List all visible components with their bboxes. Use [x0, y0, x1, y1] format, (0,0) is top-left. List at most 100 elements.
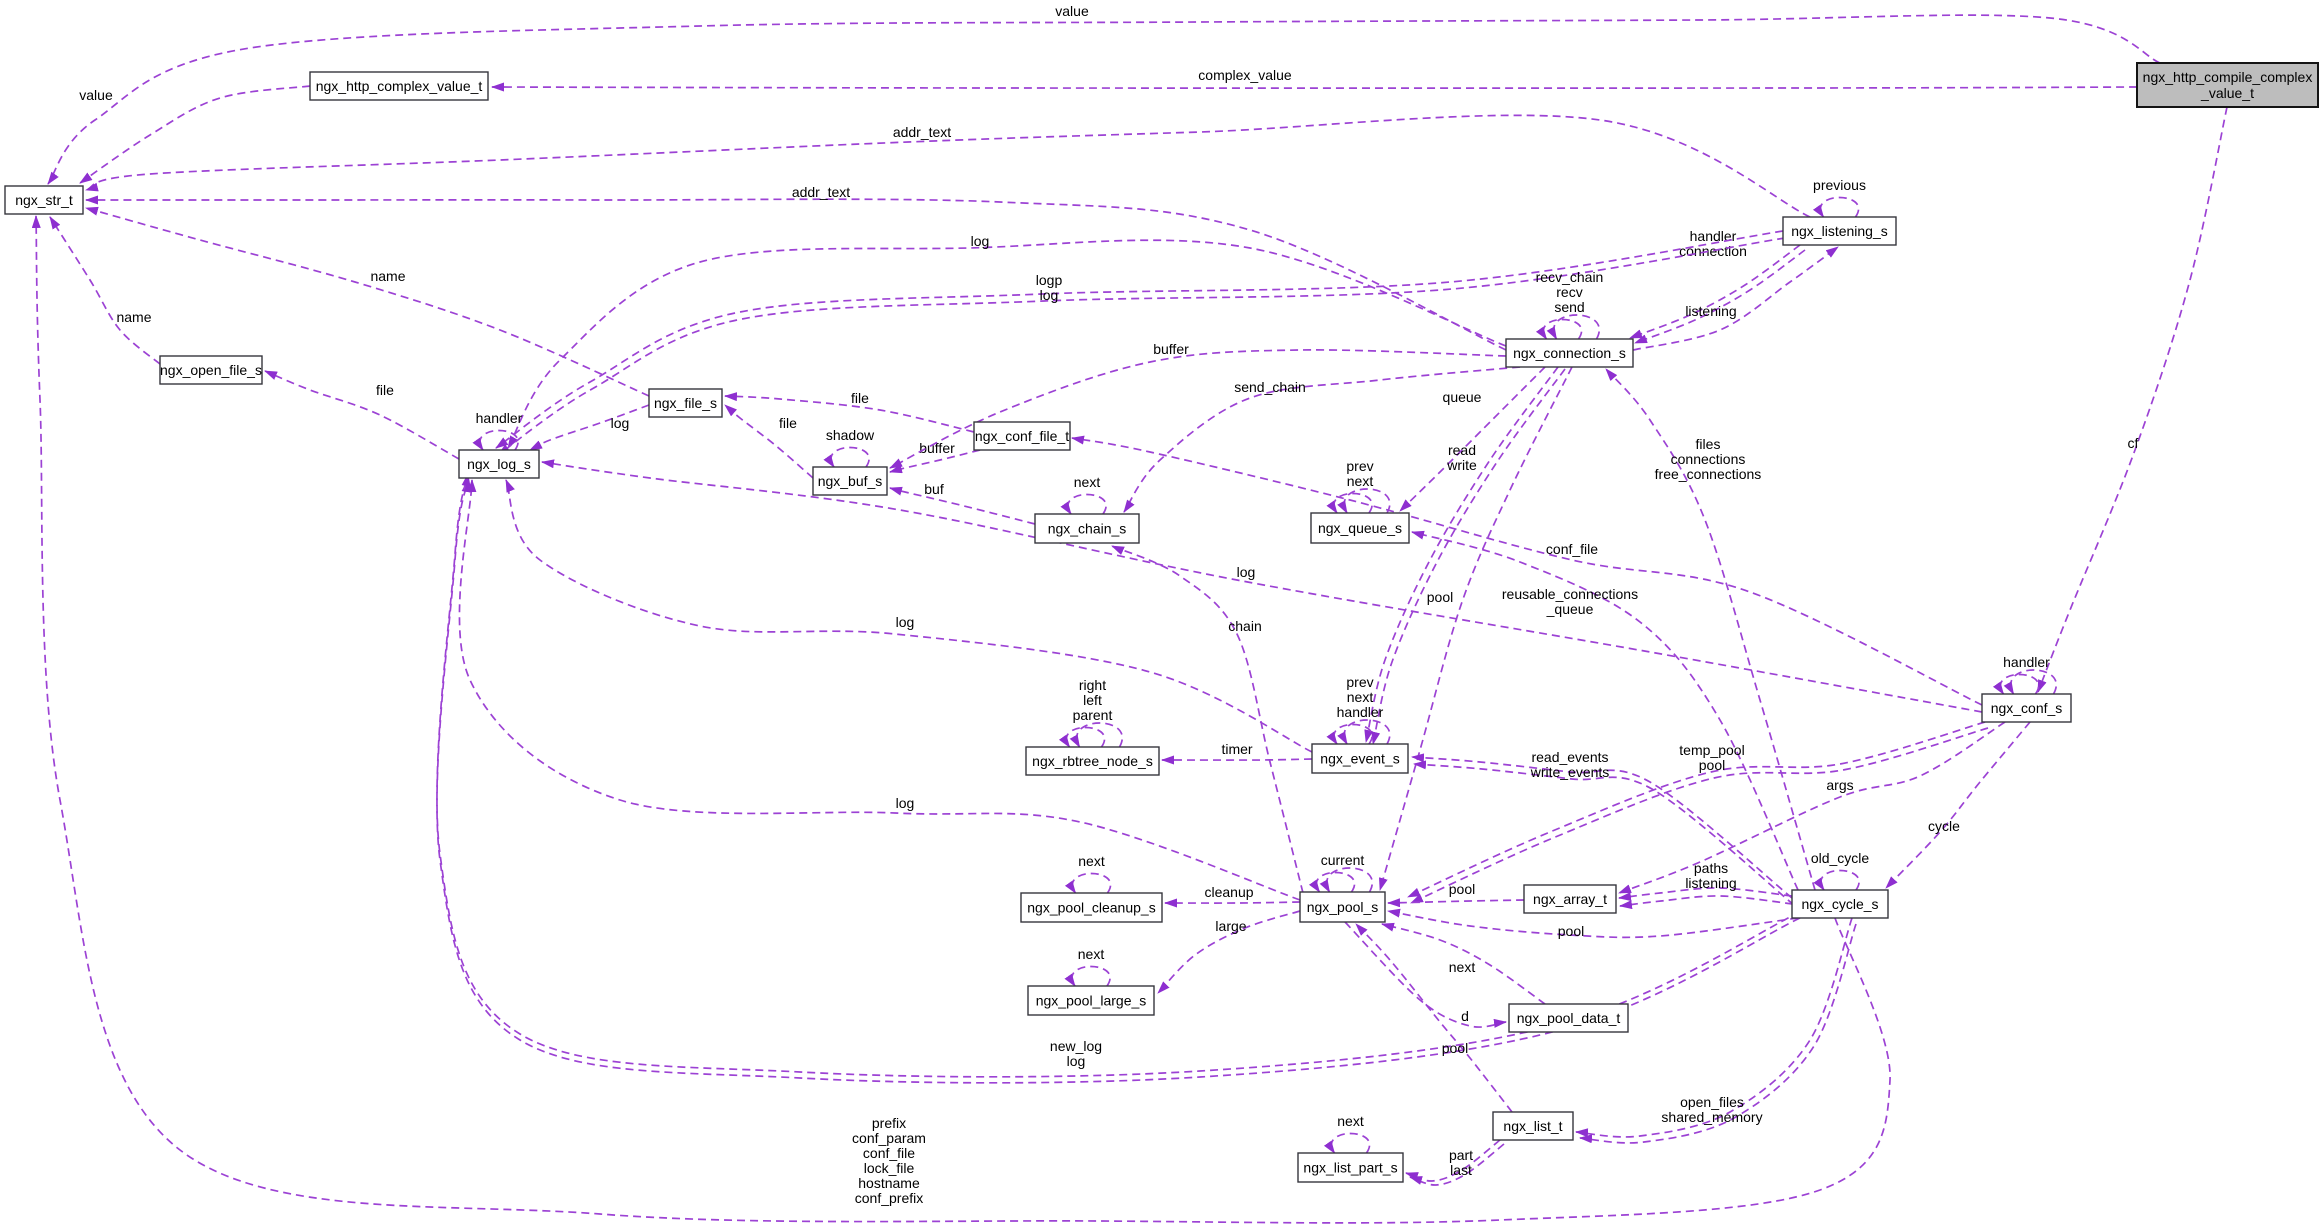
edge-file-log	[264, 370, 460, 460]
node-buf-label: ngx_buf_s	[818, 473, 883, 489]
node-conn[interactable]: ngx_connection_s	[1505, 338, 1634, 368]
loop-lst-0	[1812, 196, 1860, 218]
node-plg[interactable]: ngx_pool_large_s	[1027, 985, 1155, 1016]
node-open-box[interactable]	[159, 355, 263, 385]
loop-lpart-label: next	[1337, 1113, 1364, 1129]
node-pcl[interactable]: ngx_pool_cleanup_s	[1020, 892, 1163, 923]
edge-cycle-label: cycle	[1928, 818, 1960, 834]
node-str[interactable]: ngx_str_t	[4, 185, 84, 215]
edge-pool-cyc	[1387, 908, 1799, 939]
node-hccv-box[interactable]	[2136, 62, 2319, 108]
node-lst-label: ngx_listening_s	[1791, 223, 1888, 239]
node-log-label: ngx_log_s	[467, 456, 531, 472]
edge-log-ev-label: log	[896, 614, 915, 630]
loop-queue-0	[1326, 492, 1373, 514]
loop-ev-0	[1326, 723, 1373, 745]
node-log-box[interactable]	[458, 449, 540, 479]
loop-ev-1	[1337, 719, 1391, 745]
node-lpart-box[interactable]	[1297, 1152, 1404, 1183]
edge-pool-arr	[1387, 898, 1525, 908]
edge-pool-conn	[1378, 366, 1573, 891]
node-lpart[interactable]: ngx_list_part_s	[1297, 1152, 1404, 1183]
edge-buffer-cff	[889, 449, 981, 474]
node-buf-box[interactable]	[812, 466, 888, 496]
node-pdt[interactable]: ngx_pool_data_t	[1508, 1003, 1629, 1033]
node-buf[interactable]: ngx_buf_s	[812, 466, 888, 496]
edge-conf-file	[1071, 435, 1983, 706]
loop-chain-label: next	[1074, 474, 1101, 490]
node-chain-label: ngx_chain_s	[1048, 521, 1127, 537]
node-hcv-box[interactable]	[309, 71, 489, 101]
loop-buf-0	[823, 446, 870, 468]
edge-pool-cyc-label: pool	[1558, 923, 1584, 939]
node-file-label: ngx_file_s	[654, 395, 717, 411]
node-ev-box[interactable]	[1311, 743, 1409, 774]
node-list[interactable]: ngx_list_t	[1492, 1111, 1574, 1141]
node-chain-box[interactable]	[1034, 513, 1140, 544]
loop-log-0	[472, 429, 519, 451]
node-cff-box[interactable]	[973, 421, 1071, 451]
node-str-box[interactable]	[4, 185, 84, 215]
node-conf[interactable]: ngx_conf_s	[1981, 693, 2072, 723]
node-log[interactable]: ngx_log_s	[458, 449, 540, 479]
node-conn-box[interactable]	[1505, 338, 1634, 368]
edge-chain-pool	[1111, 545, 1304, 894]
node-hccv[interactable]: ngx_http_compile_complex_value_t	[2136, 62, 2319, 108]
edge-large-label: large	[1215, 918, 1246, 934]
loop-conn-1	[1546, 314, 1600, 340]
edge-log-conf	[541, 459, 1983, 713]
edge-addr-text-lst-label: addr_text	[893, 124, 951, 140]
node-file-box[interactable]	[648, 388, 723, 418]
node-pcl-box[interactable]	[1020, 892, 1163, 923]
node-list-box[interactable]	[1492, 1111, 1574, 1141]
loop-pcl-label: next	[1078, 853, 1105, 869]
edge-buffer-conn	[889, 349, 1507, 469]
node-open[interactable]: ngx_open_file_s	[159, 355, 263, 385]
node-pool[interactable]: ngx_pool_s	[1299, 891, 1386, 923]
node-chain[interactable]: ngx_chain_s	[1034, 513, 1140, 544]
node-cff[interactable]: ngx_conf_file_t	[973, 421, 1071, 451]
loop-pool-0	[1308, 871, 1356, 893]
edge-timer-label: timer	[1221, 741, 1252, 757]
node-arr[interactable]: ngx_array_t	[1523, 884, 1617, 914]
node-hcv[interactable]: ngx_http_complex_value_t	[309, 71, 489, 101]
edge-buffer-conn-label: buffer	[1153, 341, 1189, 357]
node-rbt[interactable]: ngx_rbtree_node_s	[1025, 746, 1160, 776]
node-lst-box[interactable]	[1782, 216, 1897, 246]
edge-buf-chain-label: buf	[924, 481, 944, 497]
node-queue-box[interactable]	[1310, 512, 1410, 544]
node-hccv-label: ngx_http_compile_complex_value_t	[2143, 69, 2313, 101]
node-lst[interactable]: ngx_listening_s	[1782, 216, 1897, 246]
node-ev[interactable]: ngx_event_s	[1311, 743, 1409, 774]
node-pdt-box[interactable]	[1508, 1003, 1629, 1033]
loop-pool-1	[1319, 867, 1373, 893]
edge-log-conn	[507, 239, 1507, 449]
node-queue[interactable]: ngx_queue_s	[1310, 512, 1410, 544]
edge-file-cff	[724, 392, 975, 433]
node-arr-box[interactable]	[1523, 884, 1617, 914]
edge-send-chain	[1123, 366, 1521, 513]
edge-logp-log	[495, 230, 1784, 449]
node-cyc-box[interactable]	[1791, 889, 1889, 919]
edge-read-write-events-2	[1413, 760, 1795, 906]
node-lpart-label: ngx_list_part_s	[1303, 1160, 1397, 1176]
node-rbt-box[interactable]	[1025, 746, 1160, 776]
node-conf-box[interactable]	[1981, 693, 2072, 723]
node-arr-label: ngx_array_t	[1533, 891, 1607, 907]
node-cyc[interactable]: ngx_cycle_s	[1791, 889, 1889, 919]
node-pool-box[interactable]	[1299, 891, 1386, 923]
edge-addr-text-conn-label: addr_text	[792, 184, 850, 200]
edge-cf-label: cf	[2128, 435, 2139, 451]
node-file[interactable]: ngx_file_s	[648, 388, 723, 418]
edge-cleanup-label: cleanup	[1204, 884, 1253, 900]
node-plg-box[interactable]	[1027, 985, 1155, 1016]
